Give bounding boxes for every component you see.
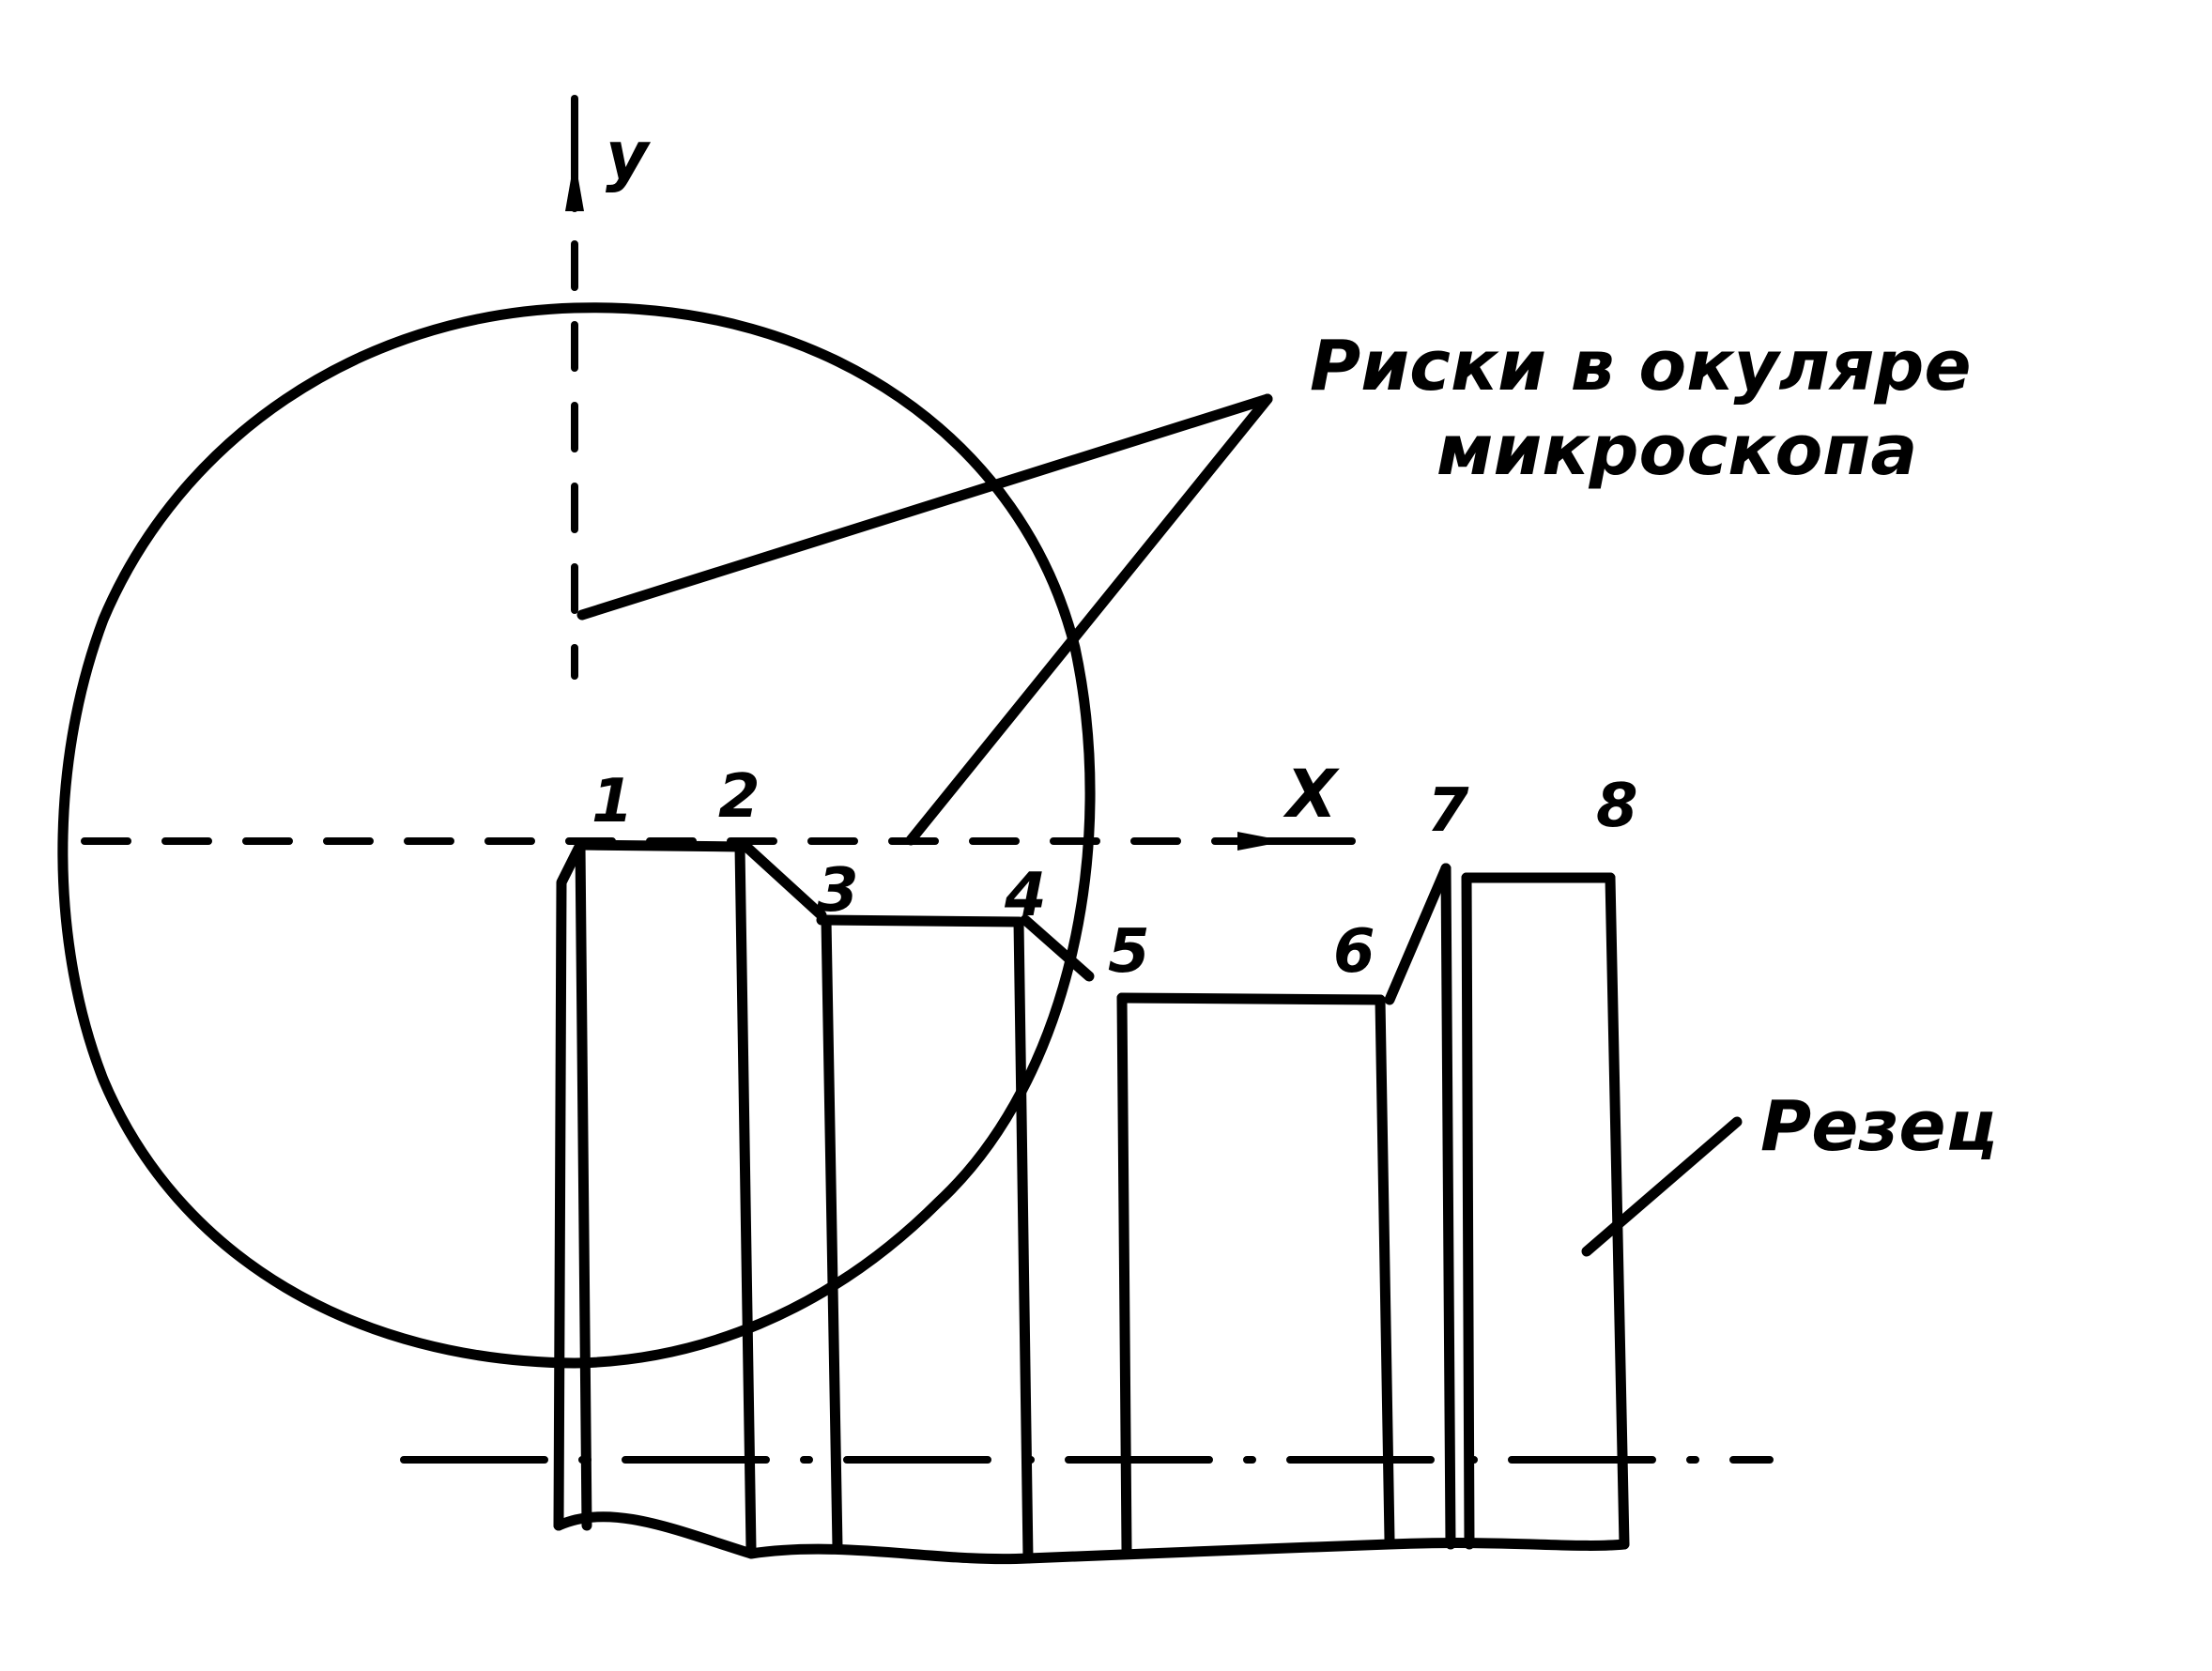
cutter-callout: Резец [1760, 1086, 1997, 1167]
point-label-4: 4 [1004, 861, 1047, 930]
microscope-field-of-view [57, 302, 1096, 1369]
y-axis-label: y [606, 117, 652, 194]
reticle-callout-line2: микроскопа [1436, 410, 1917, 491]
reticle-lines [576, 393, 1273, 846]
y-axis [565, 95, 584, 680]
point-label-8: 8 [1596, 772, 1638, 841]
point-label-7: 7 [1427, 776, 1469, 846]
y-axis-arrow [565, 158, 584, 211]
x-axis-arrow [1237, 832, 1286, 851]
point-label-3: 3 [817, 856, 859, 926]
cutter-profile [553, 839, 1630, 1565]
point-label-1: 1 [591, 767, 634, 836]
point-label-5: 5 [1108, 917, 1150, 987]
reticle-callout-line1: Риски в окуляре [1310, 326, 1972, 406]
x-axis-label: X [1283, 756, 1340, 833]
point-label-2: 2 [718, 762, 760, 832]
point-label-6: 6 [1333, 917, 1375, 987]
cutter-leader [1581, 1116, 1743, 1257]
